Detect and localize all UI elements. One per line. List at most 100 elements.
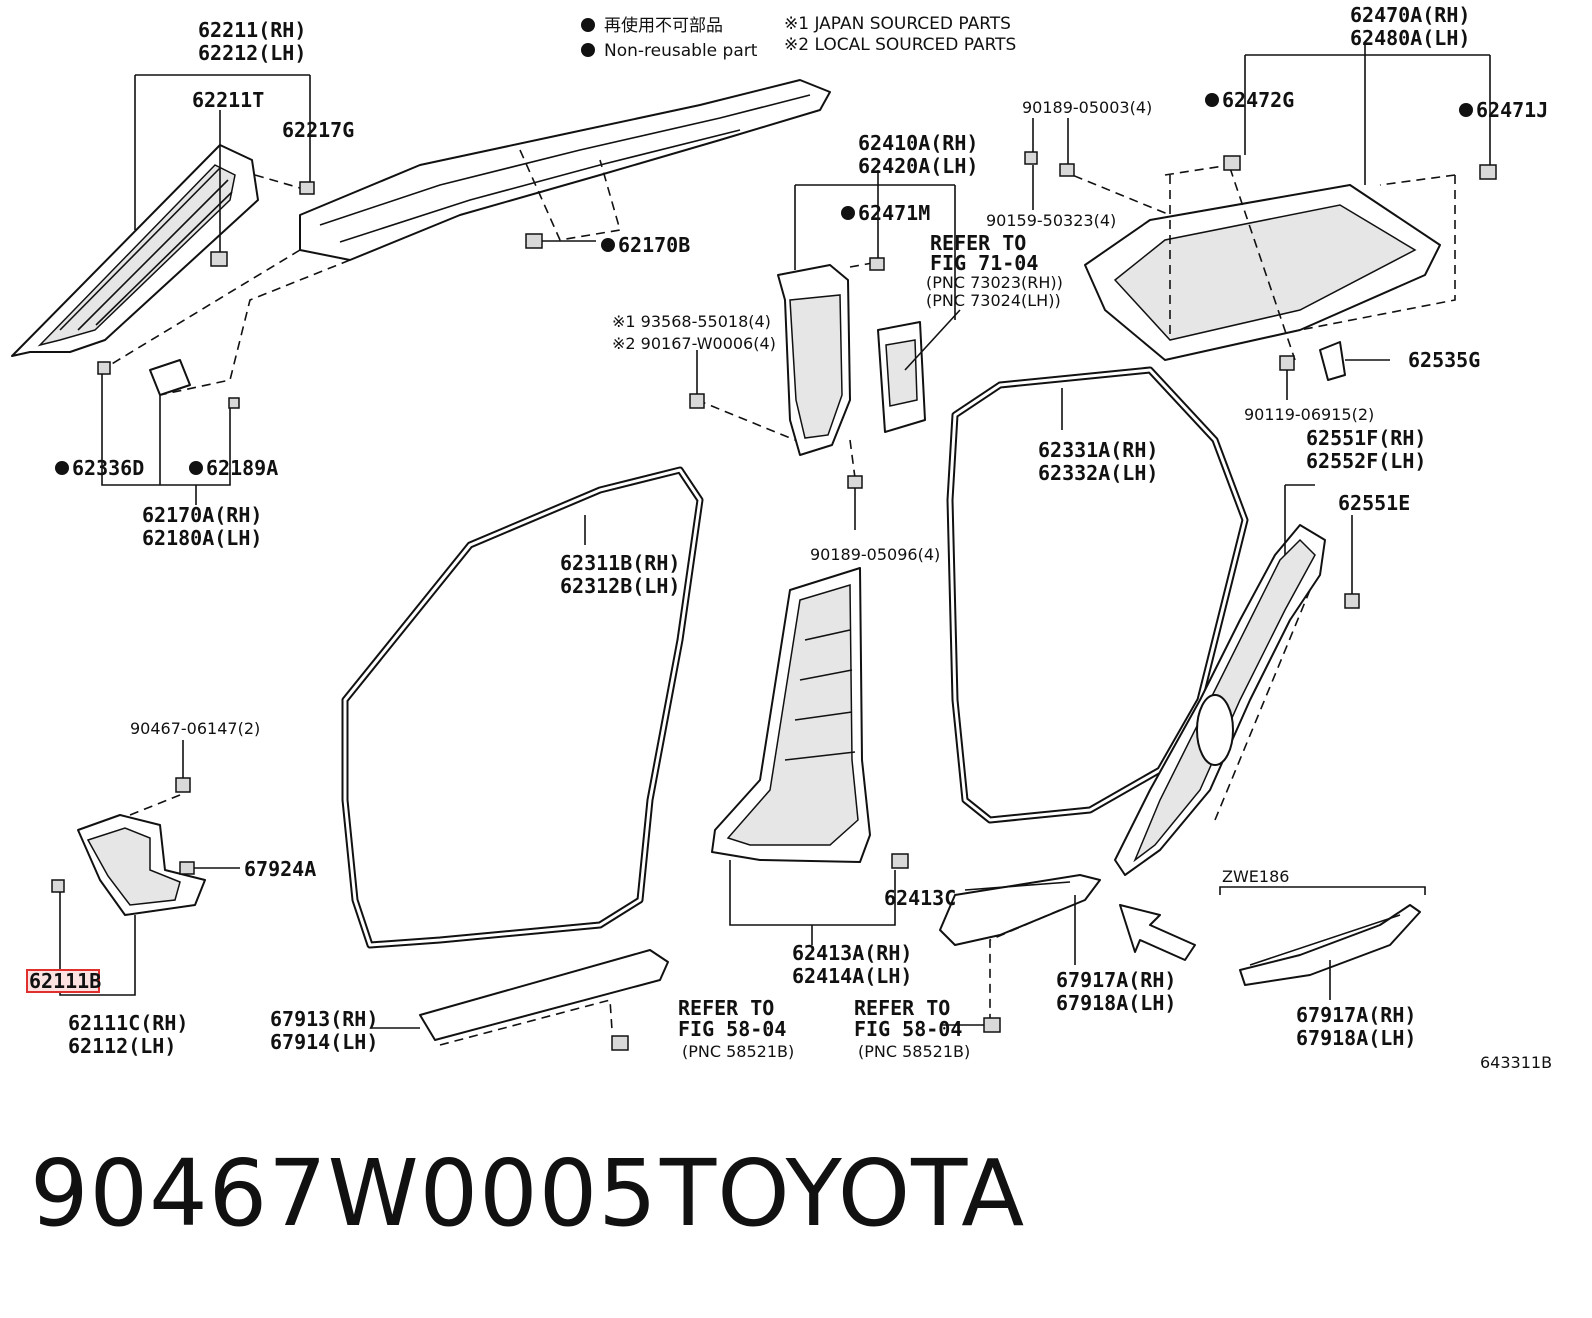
label-62551E: 62551E	[1338, 491, 1410, 515]
front-pillar-garnish	[11, 144, 259, 357]
label-refer3-c: (PNC 58521B)	[858, 1042, 970, 1061]
label-62331A: 62331A(RH)	[1038, 438, 1158, 462]
rear-door-scuff-plate	[939, 874, 1101, 1020]
leaders-62211	[134, 74, 311, 255]
label-90119: 90119-06915(2)	[1244, 405, 1374, 424]
label-62111C: 62111C(RH)	[68, 1011, 188, 1035]
label-67918A-1: 67918A(LH)	[1056, 991, 1176, 1015]
label-90189-05096: 90189-05096(4)	[810, 545, 940, 564]
center-pillar-upper-garnish	[696, 170, 956, 479]
clip-90189-05096-icon	[847, 475, 863, 489]
label-62332A: 62332A(LH)	[1038, 461, 1158, 485]
non-reusable-dot-icon	[581, 43, 595, 57]
label-62414A: 62414A(LH)	[792, 964, 912, 988]
non-reusable-dot-icon	[189, 461, 203, 475]
label-refer1-c: (PNC 73023(RH))	[926, 273, 1063, 292]
clip-90159-icon	[1059, 163, 1075, 177]
label-refer1-d: (PNC 73024(LH))	[926, 291, 1061, 310]
label-62470A: 62470A(RH)	[1350, 3, 1470, 27]
label-62471M: 62471M	[858, 201, 930, 225]
clip-67924A-icon	[179, 861, 195, 875]
legend-note-1: ※1 JAPAN SOURCED PARTS	[784, 14, 1011, 34]
label-refer2-a: REFER TO	[678, 996, 774, 1020]
clip-62217G-icon	[299, 181, 315, 195]
clip-90467-icon	[175, 777, 191, 793]
seatbelt-anchor-part	[877, 309, 961, 433]
non-reusable-dot-icon	[55, 461, 69, 475]
screw-90119-icon	[1279, 355, 1295, 371]
roof-side-inner-garnish	[109, 79, 831, 396]
label-zwe186: ZWE186	[1222, 867, 1289, 886]
label-62480A: 62480A(LH)	[1350, 26, 1470, 50]
label-62217G: 62217G	[282, 118, 354, 142]
label-62211T: 62211T	[192, 88, 264, 112]
label-62551F: 62551F(RH)	[1306, 426, 1426, 450]
clip-90189-05003-icon	[1024, 151, 1038, 165]
label-refer2-c: (PNC 58521B)	[682, 1042, 794, 1061]
highlight-box-62111B	[26, 969, 100, 993]
non-reusable-dot-icon	[841, 206, 855, 220]
label-62312B: 62312B(LH)	[560, 574, 680, 598]
label-93568: ※1 93568-55018(4)	[612, 312, 771, 331]
label-62170B: 62170B	[618, 233, 690, 257]
clip-58521B-rear-icon	[983, 1017, 1001, 1033]
cowl-side-trim	[59, 794, 206, 996]
clip-58521B-front-icon	[611, 1035, 629, 1051]
non-reusable-dot-icon	[581, 18, 595, 32]
clip-62413C-icon	[891, 853, 909, 869]
label-67924A: 67924A	[244, 857, 316, 881]
zwe186-scuff-plate	[1219, 886, 1426, 1000]
screw-93568-icon	[689, 393, 705, 409]
label-62472G: 62472G	[1222, 88, 1294, 112]
clip-62472G-icon	[1223, 155, 1241, 171]
label-62111B: 62111B	[29, 969, 101, 993]
clip-62551E-icon	[1344, 593, 1360, 609]
label-62413A: 62413A(RH)	[792, 941, 912, 965]
center-pillar-lower-garnish	[711, 567, 896, 945]
non-reusable-dot-icon	[601, 238, 615, 252]
label-62211: 62211(RH)	[198, 18, 306, 42]
label-62413C: 62413C	[884, 886, 956, 910]
footer-brand: TOYOTA	[660, 1140, 1026, 1247]
label-62311B: 62311B(RH)	[560, 551, 680, 575]
label-refer1-a: REFER TO	[930, 231, 1026, 255]
drawing-number: 643311B	[1480, 1053, 1552, 1072]
label-62552F: 62552F(LH)	[1306, 449, 1426, 473]
label-67917A-2: 67917A(RH)	[1296, 1003, 1416, 1027]
label-62189A: 62189A	[206, 456, 278, 480]
non-reusable-dot-icon	[1459, 103, 1473, 117]
view-arrow-icon	[1119, 904, 1196, 961]
bracket-62535G-part	[1319, 341, 1346, 381]
label-62410A: 62410A(RH)	[858, 131, 978, 155]
label-62180A: 62180A(LH)	[142, 526, 262, 550]
legend-note-2: ※2 LOCAL SOURCED PARTS	[784, 35, 1016, 55]
label-62535G: 62535G	[1408, 348, 1480, 372]
label-refer3-b: FIG 58-04	[854, 1017, 962, 1041]
front-door-opening-weatherstrip	[341, 466, 704, 949]
label-62170A: 62170A(RH)	[142, 503, 262, 527]
label-62336D: 62336D	[72, 456, 144, 480]
clip-62211T-icon	[210, 251, 228, 267]
clip-62170B-icon	[525, 233, 596, 249]
legend: 再使用不可部品 Non-reusable part ※1 JAPAN SOURC…	[581, 14, 1016, 61]
clips-62336D-62189A-icon	[97, 361, 240, 505]
label-62112: 62112(LH)	[68, 1034, 176, 1058]
label-67913: 67913(RH)	[270, 1007, 378, 1031]
label-67917A-1: 67917A(RH)	[1056, 968, 1176, 992]
front-door-scuff-plate	[370, 949, 669, 1046]
clip-62471J-icon	[1479, 164, 1497, 180]
label-62471J: 62471J	[1476, 98, 1548, 122]
label-67914: 67914(LH)	[270, 1030, 378, 1054]
rear-pillar-lower-garnish	[1114, 484, 1353, 876]
clip-62111B-icon	[51, 879, 65, 893]
label-67918A-2: 67918A(LH)	[1296, 1026, 1416, 1050]
label-refer1-b: FIG 71-04	[930, 251, 1038, 275]
roof-side-rear-garnish	[1059, 45, 1491, 361]
label-90167: ※2 90167-W0006(4)	[612, 334, 776, 353]
legend-item-jp: 再使用不可部品	[604, 15, 723, 36]
label-refer3-a: REFER TO	[854, 996, 950, 1020]
label-62212: 62212(LH)	[198, 41, 306, 65]
label-62420A: 62420A(LH)	[858, 154, 978, 178]
non-reusable-dot-icon	[1205, 93, 1219, 107]
label-90467: 90467-06147(2)	[130, 719, 260, 738]
